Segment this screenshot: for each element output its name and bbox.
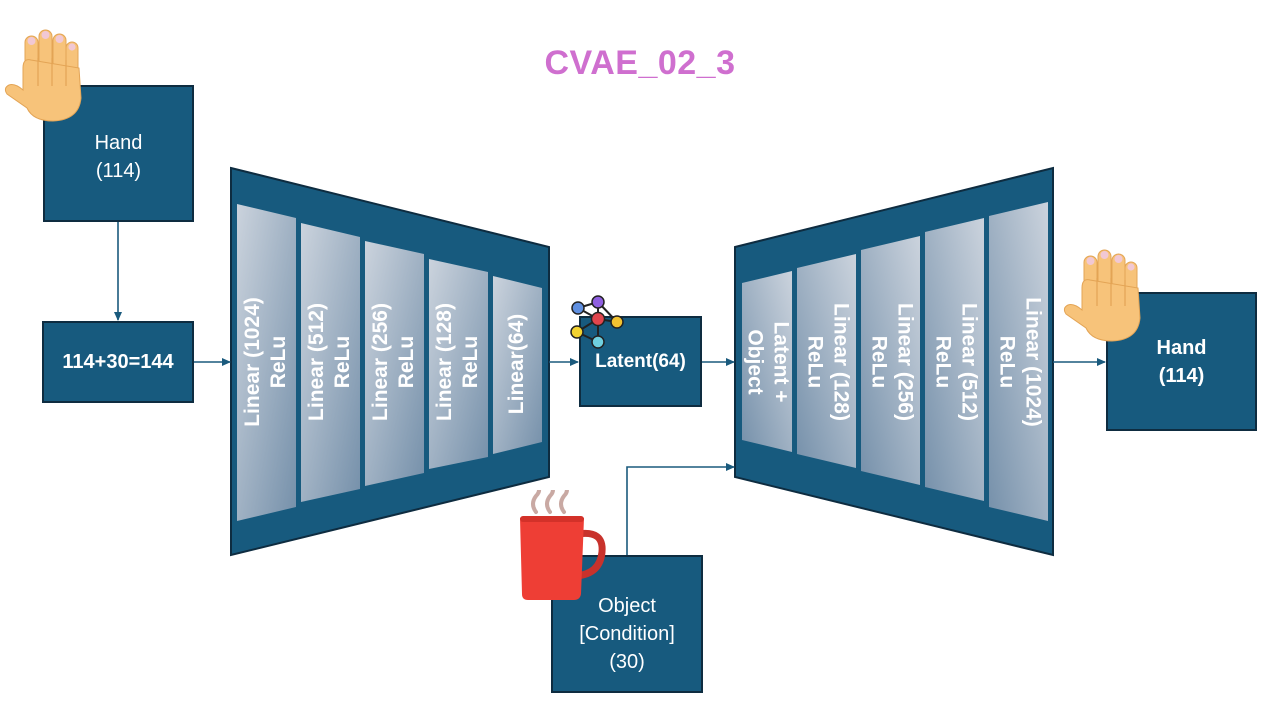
arrow-condition-to-decoder bbox=[626, 463, 735, 556]
diagram-title: CVAE_02_3 bbox=[544, 44, 736, 82]
raised-hand-icon bbox=[1063, 249, 1141, 342]
decoder-layer-panel bbox=[925, 218, 984, 501]
decoder-layer-panel bbox=[989, 202, 1048, 521]
decoder-layer-name: Linear (512) bbox=[957, 303, 981, 421]
decoder-layer-activation: ReLu bbox=[867, 335, 890, 389]
decoder-layer-name: Linear (1024) bbox=[1021, 297, 1045, 427]
output-hand-size: (114) bbox=[1158, 364, 1205, 387]
encoder-layer-name: Linear (1024) bbox=[240, 297, 264, 427]
condition-size: (30) bbox=[609, 651, 645, 673]
decoder-layer-label: Latent + Object bbox=[741, 321, 794, 402]
encoder-layer-activation: ReLu bbox=[395, 335, 418, 389]
decoder-layer-activation: ReLu bbox=[931, 335, 954, 389]
latent-box: Latent(64) bbox=[579, 316, 702, 407]
concat-box: 114+30=144 bbox=[42, 321, 194, 403]
decoder-layer-activation: Object bbox=[743, 329, 766, 395]
decoder-layer-name: Linear (256) bbox=[893, 303, 917, 421]
condition-label: Object bbox=[598, 595, 656, 617]
coffee-mug-icon bbox=[520, 490, 606, 600]
input-hand-size: (114) bbox=[95, 159, 142, 182]
output-hand-label: Hand bbox=[1156, 336, 1207, 359]
decoder-layer-panel bbox=[742, 271, 792, 452]
encoder-layer-name: Linear (512) bbox=[304, 303, 328, 421]
network-nodes-icon bbox=[570, 295, 624, 349]
encoder-layer-label: Linear(64) bbox=[504, 314, 530, 414]
encoder-layer-activation: ReLu bbox=[331, 335, 354, 389]
condition-sublabel: [Condition] bbox=[579, 623, 675, 645]
encoder-layer-label: Linear (256) ReLu bbox=[368, 303, 421, 421]
raised-hand-icon bbox=[4, 29, 82, 122]
concat-label: 114+30=144 bbox=[62, 351, 174, 373]
latent-label: Latent(64) bbox=[595, 351, 686, 373]
decoder-layer-label: Linear (1024) ReLu bbox=[993, 297, 1046, 427]
encoder-layer-label: Linear (1024) ReLu bbox=[240, 297, 293, 427]
decoder-layer-panel bbox=[797, 254, 856, 468]
decoder-layer-activation: ReLu bbox=[803, 335, 826, 389]
decoder-layer-label: Linear (256) ReLu bbox=[865, 303, 918, 421]
input-hand-label: Hand bbox=[94, 131, 143, 154]
encoder-layer-name: Linear (256) bbox=[368, 303, 392, 421]
encoder-layer-activation: ReLu bbox=[459, 335, 482, 389]
encoder-layer-panel bbox=[301, 223, 360, 502]
decoder-layer-label: Linear (512) ReLu bbox=[929, 303, 982, 421]
encoder-layer-label: Linear (512) ReLu bbox=[304, 303, 357, 421]
decoder-layer-label: Linear (128) ReLu bbox=[801, 303, 854, 421]
encoder-layer-panel bbox=[429, 259, 488, 469]
decoder-layer-panel bbox=[861, 236, 920, 485]
encoder-layer-panel bbox=[493, 276, 542, 454]
decoder-layer-name: Linear (128) bbox=[829, 303, 853, 421]
encoder-layer-label: Linear (128) ReLu bbox=[432, 303, 485, 421]
encoder-layer-panel bbox=[237, 204, 296, 521]
decoder-layer-name: Latent + bbox=[769, 321, 793, 403]
encoder-layer-name: Linear(64) bbox=[504, 313, 528, 415]
encoder-layer-panel bbox=[365, 241, 424, 486]
encoder-layer-activation: ReLu bbox=[267, 335, 290, 389]
decoder-layer-activation: ReLu bbox=[995, 335, 1018, 389]
encoder-layer-name: Linear (128) bbox=[432, 303, 456, 421]
